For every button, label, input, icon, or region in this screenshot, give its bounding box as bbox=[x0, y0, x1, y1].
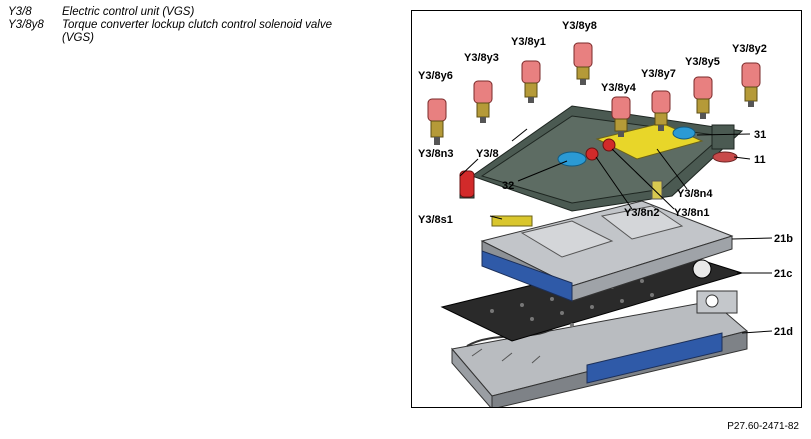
valve-body-21d bbox=[451, 290, 749, 407]
legend-description: Torque converter lockup clutch control s… bbox=[62, 19, 332, 44]
label-y3-8y1: Y3/8y1 bbox=[511, 36, 546, 48]
label-y3-8y3: Y3/8y3 bbox=[464, 52, 499, 64]
solenoid-valve-y3-8y6 bbox=[427, 98, 447, 145]
solenoid-valve-y3-8y5 bbox=[693, 76, 713, 119]
legend-code: Y3/8 bbox=[8, 6, 32, 18]
label-11: 11 bbox=[754, 154, 766, 166]
label-21d: 21d bbox=[774, 326, 793, 338]
label-21c: 21c bbox=[774, 268, 792, 280]
valve-body-illustration: Y3/8y8 Y3/8y1 Y3/8y3 Y3/8y6 Y3/8y4 Y3/8y… bbox=[418, 20, 793, 407]
label-32: 32 bbox=[502, 180, 514, 192]
legend-description: Electric control unit (VGS) bbox=[62, 6, 195, 18]
legend-row: Y3/8y8 Torque converter lockup clutch co… bbox=[8, 19, 362, 45]
solenoid-valve-y3-8y1 bbox=[521, 60, 541, 103]
solenoid-valve-y3-8y7 bbox=[651, 90, 671, 131]
label-31: 31 bbox=[754, 129, 766, 141]
valve-body-21b bbox=[480, 200, 734, 302]
label-y3-8y8: Y3/8y8 bbox=[562, 20, 597, 32]
figure-reference-code: P27.60-2471-82 bbox=[727, 421, 799, 432]
solenoid-valve-y3-8y3 bbox=[473, 80, 493, 123]
label-y3-8n4: Y3/8n4 bbox=[677, 188, 713, 200]
legend: Y3/8 Electric control unit (VGS) Y3/8y8 … bbox=[8, 6, 362, 45]
solenoid-valves bbox=[427, 42, 761, 145]
label-y3-8y5: Y3/8y5 bbox=[685, 56, 720, 68]
label-y3-8: Y3/8 bbox=[476, 148, 499, 160]
solenoid-valve-y3-8y8 bbox=[573, 42, 593, 85]
legend-code: Y3/8y8 bbox=[8, 19, 44, 31]
label-y3-8y6: Y3/8y6 bbox=[418, 70, 453, 82]
label-y3-8y7: Y3/8y7 bbox=[641, 68, 676, 80]
label-21b: 21b bbox=[774, 233, 793, 245]
solenoid-valve-y3-8y2 bbox=[741, 62, 761, 107]
label-y3-8s1: Y3/8s1 bbox=[418, 214, 453, 226]
exploded-view-figure: Y3/8y8 Y3/8y1 Y3/8y3 Y3/8y6 Y3/8y4 Y3/8y… bbox=[411, 10, 802, 408]
legend-row: Y3/8 Electric control unit (VGS) bbox=[8, 6, 362, 19]
label-y3-8y2: Y3/8y2 bbox=[732, 43, 767, 55]
label-y3-8n1: Y3/8n1 bbox=[674, 207, 709, 219]
speed-sensors bbox=[459, 138, 616, 198]
leader-lines bbox=[459, 128, 773, 334]
electric-control-unit bbox=[459, 105, 744, 212]
solenoid-valve-y3-8y4 bbox=[611, 96, 631, 137]
label-y3-8n3: Y3/8n3 bbox=[418, 148, 453, 160]
label-y3-8y4: Y3/8y4 bbox=[601, 82, 637, 94]
label-y3-8n2: Y3/8n2 bbox=[624, 207, 659, 219]
